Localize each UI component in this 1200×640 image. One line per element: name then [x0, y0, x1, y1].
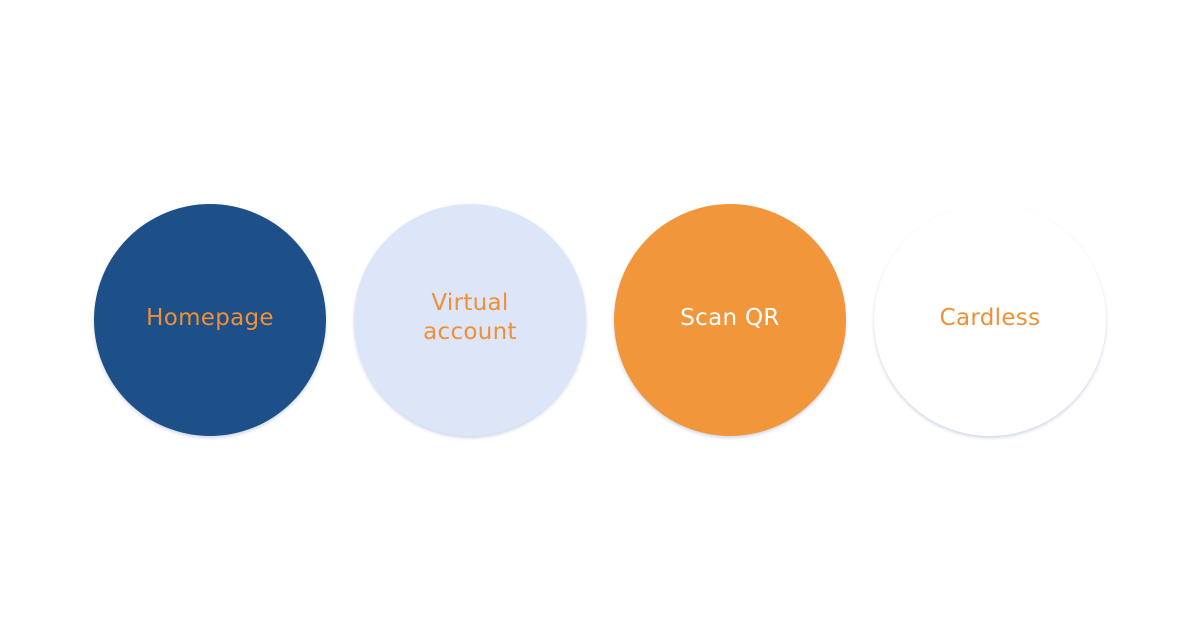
homepage-circle[interactable]: Homepage [94, 204, 326, 436]
scan-qr-circle[interactable]: Scan QR [614, 204, 846, 436]
scan-qr-label: Scan QR [680, 304, 780, 331]
virtual-account-circle[interactable]: Virtual account [354, 204, 586, 436]
cardless-label: Cardless [939, 304, 1041, 331]
homepage-label: Homepage [146, 304, 274, 331]
cardless-circle[interactable]: Cardless [874, 204, 1106, 436]
virtual-account-label: Virtual account [423, 290, 517, 345]
